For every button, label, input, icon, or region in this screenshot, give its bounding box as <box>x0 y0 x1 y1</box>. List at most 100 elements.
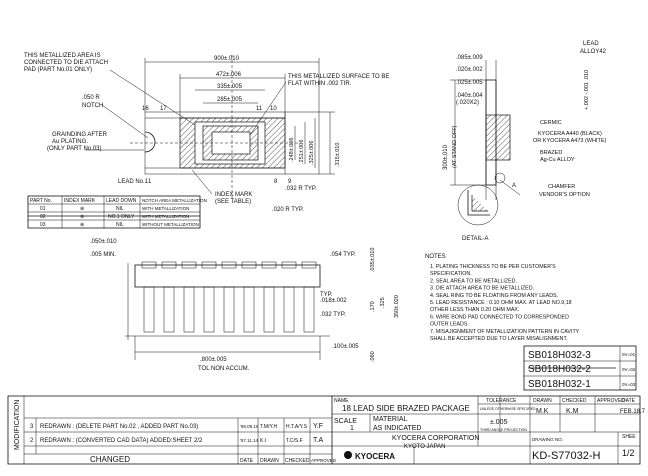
material-label: MATERIAL <box>373 416 408 423</box>
bottom-d100: .100±.005 <box>332 344 359 350</box>
side-dim-025: .025±.005 <box>456 80 483 86</box>
drawn-value: M.K <box>536 408 549 415</box>
revision-approved: T.A <box>313 437 323 444</box>
tolerance-label: TOLERANCE <box>486 398 517 404</box>
footer-changed: CHANGED <box>90 455 130 464</box>
projection: THIRD ANGLE PROJECTION <box>480 428 527 432</box>
bottom-d018: .018±.002 <box>320 298 347 304</box>
bottom-d035: .035±.010 <box>370 248 376 272</box>
company-2: KYOTO JAPAN <box>404 444 445 450</box>
lead-num-11: 11 <box>256 106 263 112</box>
tolerance-sub: UNLESS OTHERWISE SPECIFIED <box>480 407 536 411</box>
callout-lead1: LEAD No.1 <box>118 179 149 185</box>
logo-text: KYOCERA <box>355 452 395 461</box>
side-view <box>450 60 521 200</box>
callout-flat-1: THIS METALLIZED SURFACE TO BE <box>288 74 389 80</box>
side-brazed: BRAZED <box>540 150 562 156</box>
side-lead: LEAD <box>583 41 599 47</box>
callout-metal-area-3: PAD (PART No.01 ONLY) <box>24 67 92 73</box>
dim-251: .251±.006 <box>299 140 305 164</box>
side-dim-040b: (.020X2) <box>456 100 479 106</box>
bottom-d800: .800±.005 <box>200 357 227 363</box>
sheet-label: SHEE <box>622 434 636 440</box>
revision-drawn: T.M/Y.H <box>260 424 278 430</box>
drawing-no: KD-S77032-H <box>532 450 601 462</box>
lead-pin <box>163 286 175 333</box>
dim-325: .325±.006 <box>309 141 315 165</box>
part-side-2: 0V=02 <box>622 367 636 372</box>
dim-335: 335±.005 <box>217 84 243 90</box>
table-header-part: PART No. <box>30 198 52 204</box>
callout-r-typ2: .020 R TYP. <box>272 207 304 213</box>
lead-tab <box>281 261 297 269</box>
note-line: OTHER LESS THAN 0.20 OHM MAX. <box>430 307 519 313</box>
table-cell: WITH METALLIZATION <box>142 206 189 211</box>
revision-mark: 3 <box>30 424 34 430</box>
lead-num-1: 1 <box>148 179 152 185</box>
callout-r-typ1: .032 R TYP. <box>285 186 317 192</box>
bottom-d054: .054 TYP. <box>330 252 356 258</box>
note-line: 5. LEAD RESISTANCE : 0.10 OHM MAX. AT LE… <box>430 300 572 306</box>
side-chamfer2: VENDOR'S OPTION <box>539 192 590 198</box>
drawn-label: DRAWN <box>533 398 552 404</box>
table-cell: WITH METALLIZATION <box>142 214 189 219</box>
revision-checked: T.C/S.F <box>286 438 303 444</box>
detail-a-label: DETAIL-A <box>462 236 489 242</box>
table-header-index: INDEX MARK <box>64 198 96 204</box>
callout-grinding-3: (ONLY PART No.03) <box>47 146 101 152</box>
side-stand: 300±.010 <box>443 144 449 170</box>
table-cell: ⊕ <box>80 206 84 212</box>
table-cell: 02 <box>40 214 46 220</box>
name-label: NAME <box>334 398 349 404</box>
bottom-tol: TOL NON ACCUM. <box>198 366 250 372</box>
lead-tab <box>181 261 197 269</box>
note-line: 7. MISAJIGNMENT OF METALLIZATION PATTERN… <box>430 329 580 335</box>
notes-list: 1. PLATING THICKNESS TO BE PER CUSTOMER'… <box>430 264 580 342</box>
table-cell: ⊕ <box>80 214 84 220</box>
bottom-d170: .170 <box>370 301 376 312</box>
bottom-d325: .325 <box>380 297 386 308</box>
revision-text: REDRAWN : (CONVERTED CAD DATA) ADDED:SHE… <box>40 438 203 444</box>
note-line: 6. WIRE BOND PAD CONNECTED TO CORRESPOND… <box>430 314 569 320</box>
side-kyocera1: KYOCERA A440 (BLACK) <box>538 131 602 137</box>
side-tol: +.002 -.001 .010 <box>584 70 590 110</box>
lead-num-16: 16 <box>142 106 149 112</box>
revision-date: '98.09.10 <box>240 424 259 429</box>
part-number-2: SB018H032-2 <box>528 364 591 375</box>
bottom-typ: TYP. <box>320 292 333 298</box>
tolerance-value: ±.005 <box>490 419 508 426</box>
lead-tab <box>221 261 237 269</box>
lead-pin <box>283 286 295 333</box>
side-ceramic: CERMIC <box>540 120 562 126</box>
callout-grinding-1: GRAINDING AFTER <box>52 132 108 138</box>
kyocera-logo <box>344 451 352 459</box>
side-label-a: A <box>512 183 516 189</box>
lead-pin <box>143 286 155 333</box>
revision-rows: 3 REDRAWN : (DELETE PART No.02 , ADDED PA… <box>30 423 323 444</box>
table-cell: WITHOUT METALLIZATION <box>142 222 199 227</box>
revision-text: REDRAWN : (DELETE PART No.02 , ADDED PAR… <box>40 424 198 430</box>
note-line: 2. SEAL AREA TO BE METALLIZED. <box>430 278 517 284</box>
callout-grinding-2: Au PLATING. <box>52 139 88 145</box>
footer-checked: CHECKED <box>285 458 310 464</box>
notes-title: NOTES <box>425 254 446 260</box>
detail-a <box>457 184 499 226</box>
date-label: DATE <box>622 398 636 404</box>
title-block <box>7 395 641 465</box>
note-line: SPECIFICATION. <box>430 271 472 277</box>
table-cell: ⊕ <box>80 222 84 228</box>
approved-label: APPROVED <box>597 398 625 404</box>
material-value: AS INDICATED <box>373 425 422 432</box>
table-header-lead: LEAD DOWN <box>106 198 137 204</box>
callout-metal-area-1: THIS METALLIZED AREA IS <box>24 53 101 59</box>
bottom-d350: 350±.020 <box>394 295 400 318</box>
lead-pin <box>203 286 215 333</box>
drawing-no-label: DRAWING NO. <box>532 437 563 442</box>
table-cell: NO.1 ONLY <box>108 214 135 220</box>
note-line: SHALL BE ACCEPTED DUE TO LAYER MISALIGNM… <box>430 336 568 342</box>
bottom-view <box>125 261 330 360</box>
lead-pin <box>223 286 235 333</box>
lead-pin <box>183 286 195 333</box>
footer-drawn: DRAWN <box>260 458 279 464</box>
